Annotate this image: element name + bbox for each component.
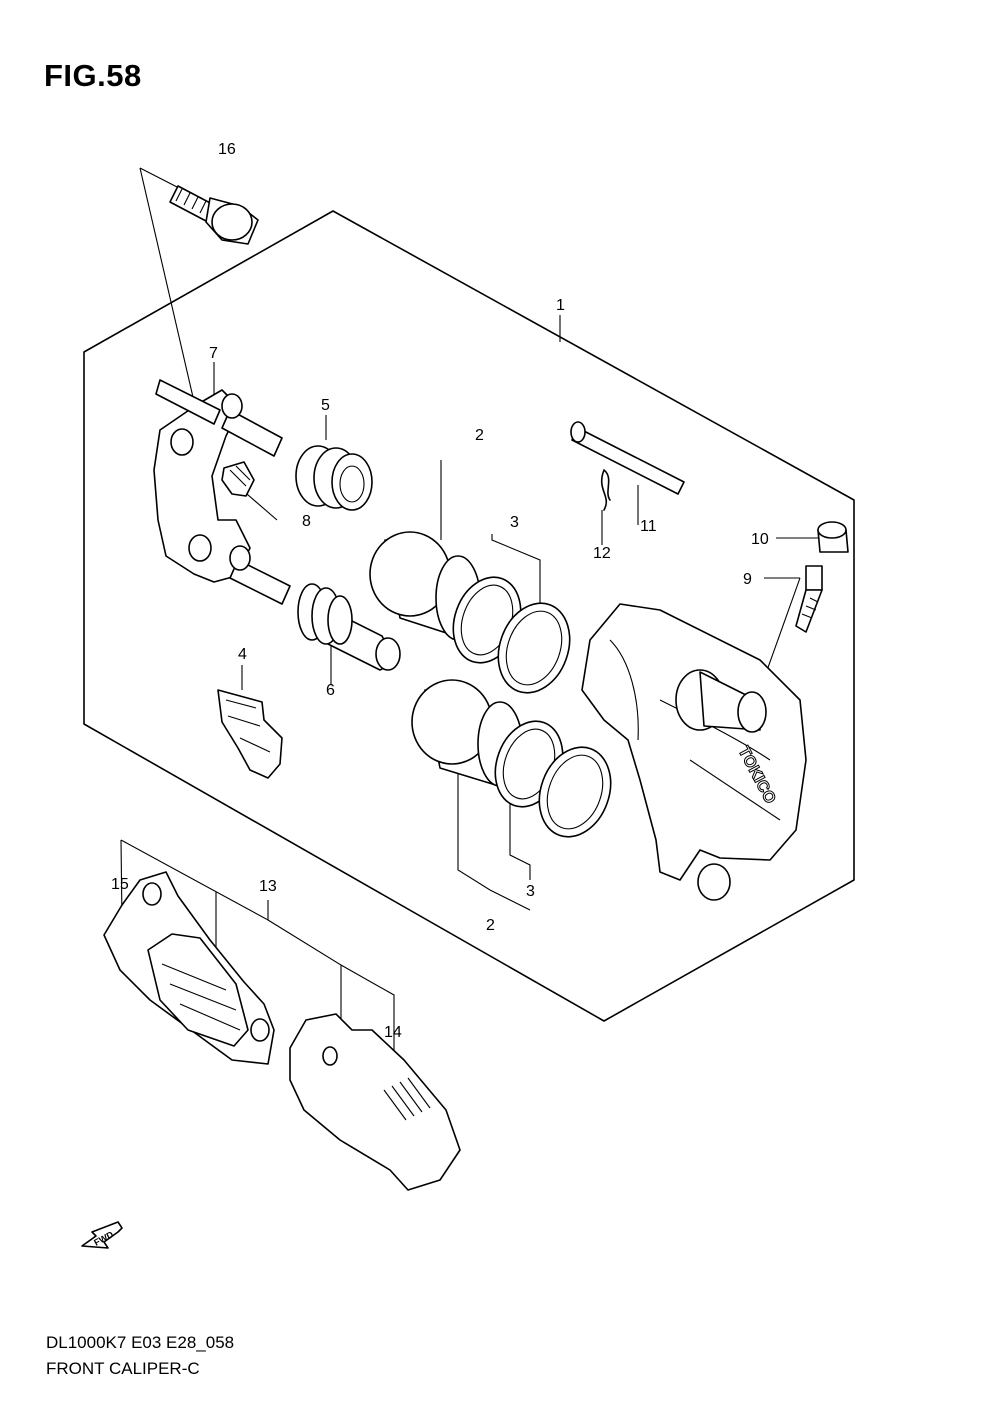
callout-14: 14 xyxy=(384,1024,402,1041)
diagram-code: DL1000K7 E03 E28_058 xyxy=(46,1333,235,1352)
callout-3-upper: 3 xyxy=(510,514,519,531)
callout-12: 12 xyxy=(593,545,611,562)
slide-pin-part xyxy=(297,583,401,671)
callout-16: 16 xyxy=(218,141,236,158)
caliper-assembly-outline xyxy=(83,210,855,1022)
bleeder-cap-part xyxy=(817,521,849,553)
clip-pin-part xyxy=(600,469,611,511)
callout-2-upper: 2 xyxy=(475,427,484,444)
callout-10: 10 xyxy=(751,531,769,548)
piston-seals-upper-part xyxy=(452,576,571,694)
spring-clip-part xyxy=(221,461,255,497)
callout-9: 9 xyxy=(743,571,752,588)
bleeder-valve-part xyxy=(795,565,823,633)
caliper-bracket-part xyxy=(153,379,291,605)
pad-pin-part xyxy=(570,421,685,495)
brake-pad-inner-part xyxy=(289,1013,461,1191)
figure-title: FIG.58 xyxy=(44,58,142,93)
flange-bolt-part xyxy=(169,185,259,245)
callout-15: 15 xyxy=(111,876,129,893)
section-name: FRONT CALIPER-C xyxy=(46,1359,200,1378)
brake-pad-outer-part xyxy=(103,871,275,1065)
callout-numbers: 16 1 7 5 2 3 8 11 12 10 9 4 6 15 13 3 2 … xyxy=(111,141,769,1041)
dust-boot-part xyxy=(295,445,373,511)
pad-spring-part xyxy=(217,689,283,779)
callout-3-lower: 3 xyxy=(526,883,535,900)
callout-7: 7 xyxy=(209,345,218,362)
piston-lower-part xyxy=(411,679,523,791)
callout-8: 8 xyxy=(302,513,311,530)
caliper-body-part: TOKICO xyxy=(581,603,807,901)
callout-6: 6 xyxy=(326,682,335,699)
forward-direction-icon: FWD xyxy=(81,1221,123,1249)
callout-5: 5 xyxy=(321,397,330,414)
callout-13: 13 xyxy=(259,878,277,895)
leader-lines xyxy=(120,167,820,1065)
piston-seals-lower-part xyxy=(494,720,612,838)
callout-2-lower: 2 xyxy=(486,917,495,934)
callout-1: 1 xyxy=(556,297,565,314)
callout-11: 11 xyxy=(640,518,657,535)
callout-4: 4 xyxy=(238,646,247,663)
